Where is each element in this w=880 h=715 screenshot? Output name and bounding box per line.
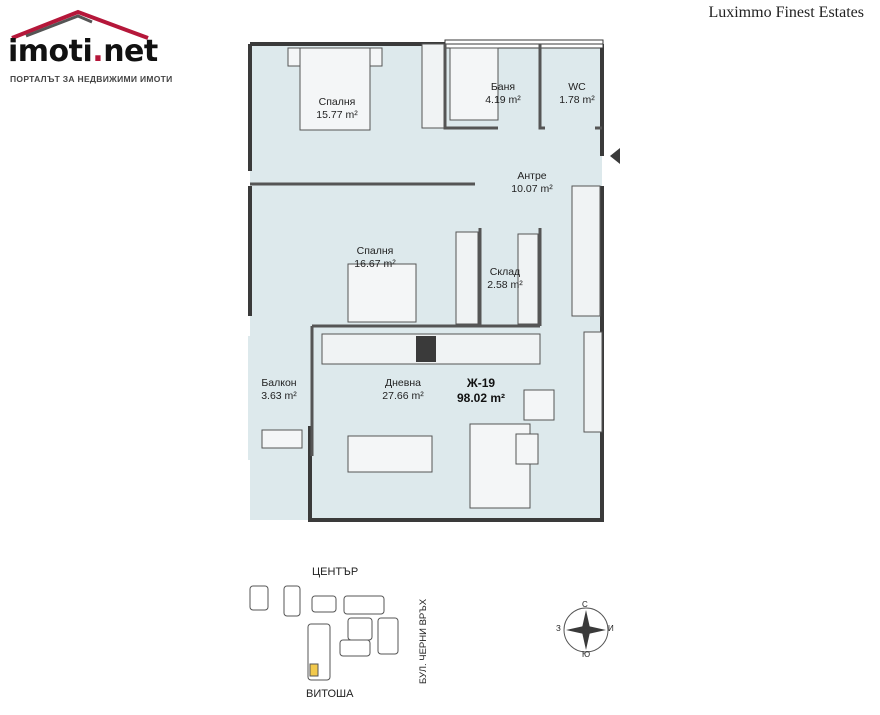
compass-w: З <box>556 624 561 633</box>
room-area: 27.66 m² <box>382 390 424 402</box>
site-plan-drawing <box>249 585 399 681</box>
room-label-balcony: Балкон 3.63 m² <box>254 377 304 403</box>
compass-rose: С Ю И З <box>556 600 616 660</box>
house-roof-icon <box>11 9 149 40</box>
room-label-living-room: Дневна 27.66 m² <box>368 377 438 403</box>
room-name: WC <box>568 81 586 93</box>
imoti-logo[interactable]: imoti.net ПОРТАЛЪТ ЗА НЕДВИЖИМИ ИМОТИ <box>8 8 172 88</box>
site-plan: ЦЕНТЪР ВИТОША БУЛ. ЧЕРНИ ВРЪХ <box>240 560 480 710</box>
room-label-bedroom-1: Спалня 15.77 m² <box>302 96 372 122</box>
room-area: 1.78 m² <box>559 94 595 106</box>
room-area: 4.19 m² <box>485 94 521 106</box>
agency-name: Luximmo Finest Estates <box>708 4 864 21</box>
compass-n: С <box>582 600 588 609</box>
compass-e: И <box>608 624 614 633</box>
site-label-north: ЦЕНТЪР <box>312 566 359 578</box>
floor-plan: Спалня 15.77 m² Баня 4.19 m² WC 1.78 m² … <box>240 36 620 526</box>
room-label-bathroom: Баня 4.19 m² <box>478 81 528 107</box>
compass-icon <box>563 607 609 653</box>
room-area: 10.07 m² <box>511 183 553 195</box>
floor-plan-drawing <box>240 36 620 522</box>
room-label-storage: Склад 2.58 m² <box>480 266 530 292</box>
room-label-bedroom-2: Спалня 16.67 m² <box>340 245 410 271</box>
apartment-label: Ж-19 98.02 m² <box>446 376 516 406</box>
room-name: Балкон <box>261 377 297 389</box>
room-name: Баня <box>490 81 516 93</box>
site-label-south: ВИТОША <box>306 688 354 700</box>
room-area: 2.58 m² <box>487 279 523 291</box>
room-name: Спалня <box>318 96 356 108</box>
room-label-hallway: Антре 10.07 m² <box>502 170 562 196</box>
room-area: 16.67 m² <box>354 258 396 270</box>
logo-tagline: ПОРТАЛЪТ ЗА НЕДВИЖИМИ ИМОТИ <box>10 74 173 84</box>
room-name: Дневна <box>385 377 421 389</box>
site-label-street: БУЛ. ЧЕРНИ ВРЪХ <box>418 598 429 684</box>
logo-wordmark: imoti.net <box>8 34 158 69</box>
compass-s: Ю <box>582 650 591 659</box>
apartment-total-area: 98.02 m² <box>456 391 506 405</box>
apartment-id: Ж-19 <box>466 376 496 390</box>
room-name: Спалня <box>356 245 394 257</box>
room-area: 3.63 m² <box>261 390 297 402</box>
room-area: 15.77 m² <box>316 109 358 121</box>
room-name: Антре <box>517 170 547 182</box>
room-name: Склад <box>489 266 521 278</box>
room-label-wc: WC 1.78 m² <box>552 81 602 107</box>
